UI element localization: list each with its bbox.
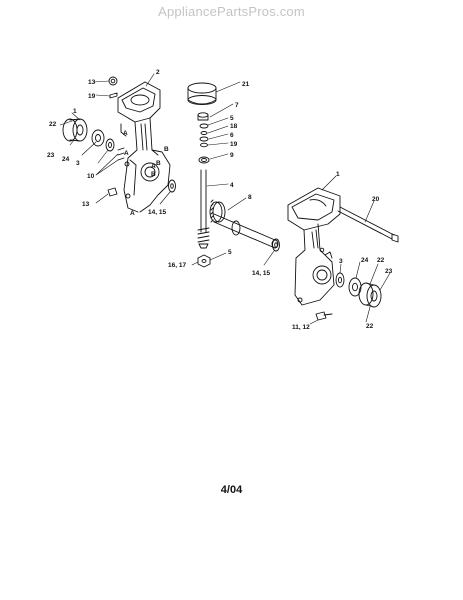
axle-and-gear [209, 199, 279, 249]
callout-3-right: 3 [339, 258, 343, 265]
callout-4: 4 [230, 182, 234, 189]
callout-6: 6 [230, 132, 234, 139]
right-washer [272, 238, 280, 252]
left-bearing-stack [62, 118, 115, 152]
callout-13-bottom: 13 [82, 201, 90, 208]
callout-a-3: A [151, 163, 156, 170]
callout-18: 18 [230, 123, 238, 130]
callout-9: 9 [230, 152, 234, 159]
callout-24-right: 24 [361, 257, 369, 264]
left-housing-part [117, 81, 171, 213]
callout-13-top: 13 [88, 79, 96, 86]
right-housing-part [287, 187, 341, 306]
callout-23-left: 23 [47, 152, 55, 159]
callout-7: 7 [235, 102, 239, 109]
callout-a-4: A [130, 210, 135, 217]
leader-lines [59, 73, 391, 325]
callout-16-17: 16, 17 [168, 262, 186, 269]
callout-22-right-bottom: 22 [366, 323, 374, 330]
worm-shaft [197, 169, 210, 249]
long-bolt [337, 206, 399, 243]
left-washer [168, 179, 176, 193]
callout-22-left: 22 [49, 121, 57, 128]
callout-19-left: 19 [88, 93, 96, 100]
callout-11-12: 11, 12 [292, 324, 310, 331]
footer-code: 4/04 [220, 484, 243, 496]
watermark: AppliancePartsPros.com [158, 4, 305, 19]
left-fasteners [107, 76, 125, 197]
callout-b-1: B [164, 146, 169, 153]
callout-8: 8 [248, 194, 252, 201]
callout-19-right: 19 [230, 141, 238, 148]
callout-3-left: 3 [76, 160, 80, 167]
callout-20: 20 [372, 196, 380, 203]
callout-a-2: A [124, 150, 129, 157]
callout-b-2: B [156, 160, 161, 167]
callout-b-3: B [151, 171, 156, 178]
callout-a-1: A [123, 130, 128, 137]
callout-10: 10 [87, 173, 95, 180]
right-bearing-stack [335, 272, 382, 308]
callout-1-left: 1 [73, 108, 77, 115]
callout-21: 21 [242, 81, 250, 88]
callout-23-right: 23 [385, 268, 393, 275]
callout-5-bottom: 5 [228, 249, 232, 256]
bottom-nut [197, 254, 211, 268]
callout-labels: 13 2 19 1 22 A 23 24 3 B A B 10 A B 13 A… [47, 69, 393, 331]
callout-2: 2 [156, 69, 160, 76]
callout-5-top: 5 [230, 115, 234, 122]
vertical-stack [187, 82, 217, 164]
callout-14-15-right: 14, 15 [252, 270, 270, 277]
callout-22-right-top: 22 [377, 257, 385, 264]
callout-14-15-left: 14, 15 [148, 209, 166, 216]
callout-1-right: 1 [336, 171, 340, 178]
callout-24-left: 24 [62, 156, 70, 163]
bottom-screw [315, 311, 333, 321]
